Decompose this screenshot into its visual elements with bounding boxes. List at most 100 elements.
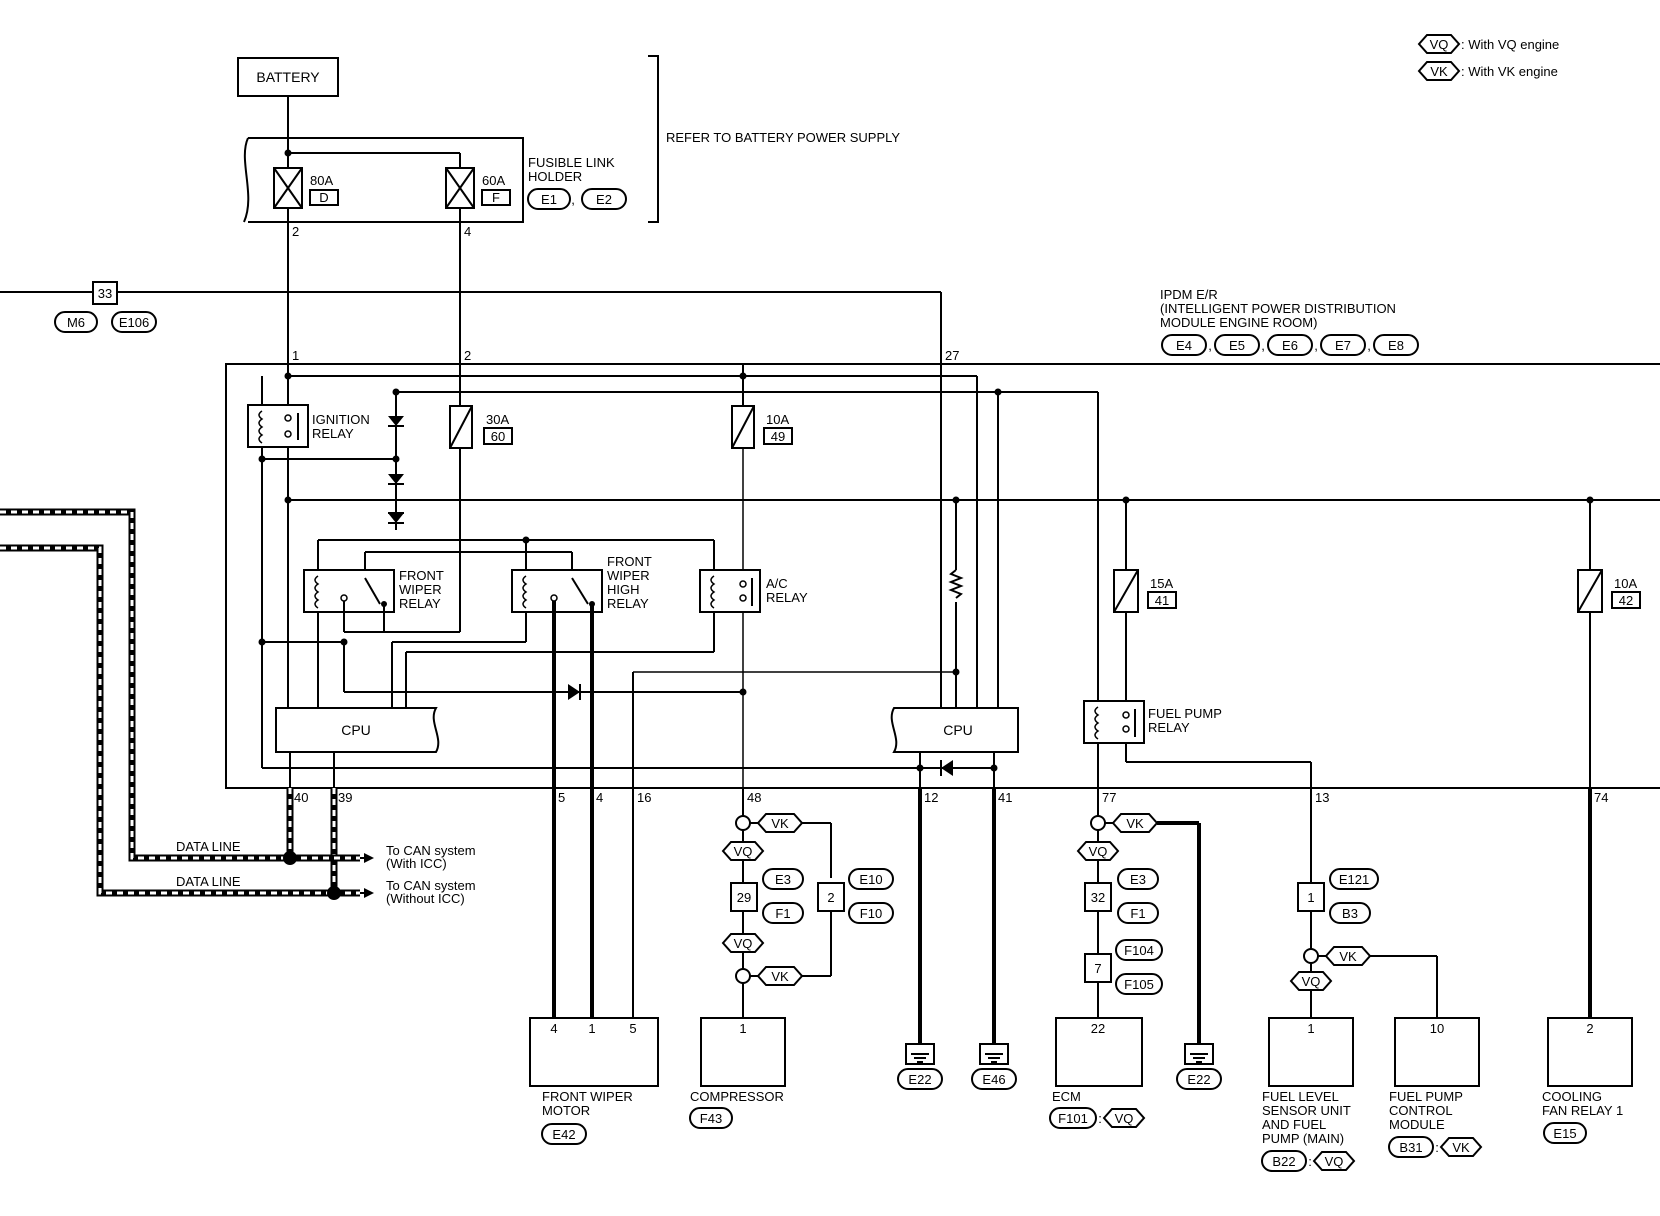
fuel-pump-relay-label-1: FUEL PUMP	[1148, 706, 1222, 721]
fuel-pin-1: 1	[1307, 890, 1314, 905]
ipdm-connectors: E4 , E5 , E6 , E7 , E8	[1161, 334, 1419, 356]
refer-note: REFER TO BATTERY POWER SUPPLY	[666, 130, 900, 145]
fuse-80a: 80A D	[273, 167, 339, 209]
fuse-15a-id: 41	[1155, 593, 1169, 608]
diode-3	[388, 513, 404, 523]
fuel-connector-b3: B3	[1342, 906, 1358, 921]
pin-48: 48	[747, 790, 761, 805]
cpu-left-label: CPU	[341, 722, 371, 738]
pin-39: 39	[338, 790, 352, 805]
cpu-right-label: CPU	[943, 722, 973, 738]
resistor	[948, 569, 964, 599]
fuse-60a-id: F	[492, 190, 500, 205]
ipdm-border	[225, 363, 1660, 789]
front-wiper-high-relay-label-3: HIGH	[607, 582, 640, 597]
svg-text::: :	[1308, 1154, 1312, 1169]
ecm-code-vk: VK	[1126, 816, 1144, 831]
front-wiper-high-relay-label-2: WIPER	[607, 568, 650, 583]
pin-5: 5	[558, 790, 565, 805]
compressor: 1 COMPRESSOR F43	[689, 1017, 786, 1129]
ecm: 22 ECM F101 : VQ	[1049, 1017, 1146, 1129]
fuse-80a-amp: 80A	[310, 173, 333, 188]
ignition-relay-label-1: IGNITION	[312, 412, 370, 427]
ground-e46-label: E46	[982, 1072, 1005, 1087]
fwm-pin-1: 1	[588, 1021, 595, 1036]
front-wiper-relay: FRONT WIPER RELAY	[303, 568, 444, 613]
legend-vq-code: VQ	[1430, 37, 1449, 52]
fwm-label-1: FRONT WIPER	[542, 1089, 633, 1104]
junction-number: 33	[98, 286, 112, 301]
ecm-connector-f1: F1	[1130, 906, 1145, 921]
legend-vq: VQ : With VQ engine	[1417, 34, 1559, 54]
comp-pin-29: 29	[737, 890, 751, 905]
data-line-label-1: DATA LINE	[176, 839, 241, 854]
fuse-60a-amp: 60A	[482, 173, 505, 188]
fwm-label-2: MOTOR	[542, 1103, 590, 1118]
diode-1	[388, 416, 404, 426]
ipdm-er: IPDM E/R (INTELLIGENT POWER DISTRIBUTION…	[225, 287, 1660, 1018]
fuse-30a: 30A 60	[449, 405, 513, 449]
front-wiper-motor: 4 1 5 FRONT WIPER MOTOR E42	[529, 1017, 659, 1145]
cfr-label-1: COOLING	[1542, 1089, 1602, 1104]
comp-code-vq-top: VQ	[734, 844, 753, 859]
fuel-pump-relay-label-2: RELAY	[1148, 720, 1190, 735]
fuel-pump-control-module: 10 FUEL PUMP CONTROL MODULE B31 : VK	[1388, 1017, 1483, 1158]
pin-12: 12	[924, 790, 938, 805]
comp-connector-f1: F1	[775, 906, 790, 921]
connector-e7: E7	[1335, 338, 1351, 353]
ecm-code-vq: VQ	[1089, 844, 1108, 859]
cooling-fan-relay: 2 COOLING FAN RELAY 1 E15	[1542, 1017, 1633, 1144]
ipdm-label-3: MODULE ENGINE ROOM)	[1160, 315, 1317, 330]
can-without-icc-1: To CAN system	[386, 878, 476, 893]
legend-vk-text: : With VK engine	[1461, 64, 1558, 79]
fuse-15a-amp: 15A	[1150, 576, 1173, 591]
fuse-15a: 15A 41	[1113, 569, 1177, 613]
connector-e2: E2	[596, 192, 612, 207]
legend: VQ : With VQ engine VK : With VK engine	[1417, 34, 1559, 81]
fusible-link-holder: 80A D 60A F FUSIBLE LINK HOLDER E1 , E2 …	[243, 137, 627, 239]
front-wiper-relay-label-2: WIPER	[399, 582, 442, 597]
can-with-icc-2: (With ICC)	[386, 856, 447, 871]
fuel-code-vq: VQ	[1302, 974, 1321, 989]
connector-e8: E8	[1388, 338, 1404, 353]
connector-m6: M6	[67, 315, 85, 330]
ignition-relay-label-2: RELAY	[312, 426, 354, 441]
diode-5	[941, 760, 953, 776]
data-line-label-2: DATA LINE	[176, 874, 241, 889]
fuel-code-vk: VK	[1339, 949, 1357, 964]
comp-code-vk-bottom: VK	[771, 969, 789, 984]
svg-text:,: ,	[1314, 338, 1318, 353]
pin-41: 41	[998, 790, 1012, 805]
fuel-harness: 1 E121 B3 VK VQ	[1289, 788, 1438, 1018]
can-with-icc-1: To CAN system	[386, 843, 476, 858]
ecm-pin-32: 32	[1091, 890, 1105, 905]
connector-f101: F101	[1058, 1111, 1088, 1126]
battery-label: BATTERY	[256, 69, 320, 85]
svg-text::: :	[1098, 1111, 1102, 1126]
fwm-pin-5: 5	[629, 1021, 636, 1036]
ground-e22-a-label: E22	[908, 1072, 931, 1087]
front-wiper-high-relay-label-1: FRONT	[607, 554, 652, 569]
comp-connector-f10: F10	[860, 906, 882, 921]
ipdm-pin-1: 1	[292, 348, 299, 363]
fuse-10a-49: 10A 49	[731, 405, 793, 449]
ground-e46: E46	[971, 1043, 1017, 1090]
compressor-pin-1: 1	[739, 1021, 746, 1036]
fuse-80a-pin: 2	[292, 224, 299, 239]
fuse-60a: 60A F	[445, 167, 511, 209]
fuse-80a-id: D	[319, 190, 328, 205]
connector-e1: E1	[541, 192, 557, 207]
ecm-connector-f105: F105	[1124, 977, 1154, 992]
diode-2	[388, 474, 404, 484]
pin-74: 74	[1594, 790, 1608, 805]
pin-4: 4	[596, 790, 603, 805]
ac-relay-label-2: RELAY	[766, 590, 808, 605]
connector-e15: E15	[1553, 1126, 1576, 1141]
fusible-link-label-2: HOLDER	[528, 169, 582, 184]
comp-connector-e3: E3	[775, 872, 791, 887]
cfr-pin-2: 2	[1586, 1021, 1593, 1036]
cfr-label-2: FAN RELAY 1	[1542, 1103, 1623, 1118]
ecm-code: VQ	[1115, 1111, 1134, 1126]
front-wiper-high-relay-label-4: RELAY	[607, 596, 649, 611]
can-without-icc-2: (Without ICC)	[386, 891, 465, 906]
